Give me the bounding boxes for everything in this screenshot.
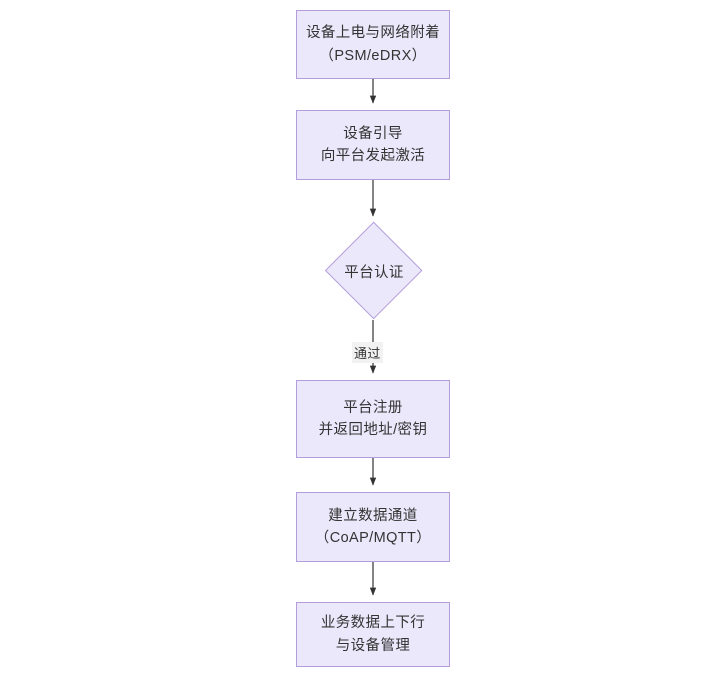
flow-node-line: （PSM/eDRX） [319,47,427,64]
flow-node-device-bootstrap[interactable]: 设备引导 向平台发起激活 [296,110,450,180]
flow-node-line: 与设备管理 [335,637,411,654]
flow-node-business-data[interactable]: 业务数据上下行 与设备管理 [296,602,450,667]
flow-node-platform-auth-decision[interactable]: 平台认证 [325,222,424,321]
flow-node-device-power-on[interactable]: 设备上电与网络附着 （PSM/eDRX） [296,10,450,79]
flow-node-line: 建立数据通道 [328,507,418,524]
flow-node-platform-register[interactable]: 平台注册 并返回地址/密钥 [296,380,450,458]
flow-node-line: 平台注册 [343,399,403,416]
edge-label-pass: 通过 [352,342,383,363]
flow-node-data-channel[interactable]: 建立数据通道 （CoAP/MQTT） [296,492,450,562]
flow-node-line: （CoAP/MQTT） [314,530,432,546]
flow-node-line: 业务数据上下行 [320,615,426,632]
flow-node-line: 设备引导 [343,125,403,142]
flow-node-line: 平台认证 [344,264,404,281]
flow-node-line: 向平台发起激活 [320,148,426,164]
flow-node-line: 并返回地址/密钥 [318,422,428,438]
flow-node-line: 设备上电与网络附着 [305,25,441,42]
